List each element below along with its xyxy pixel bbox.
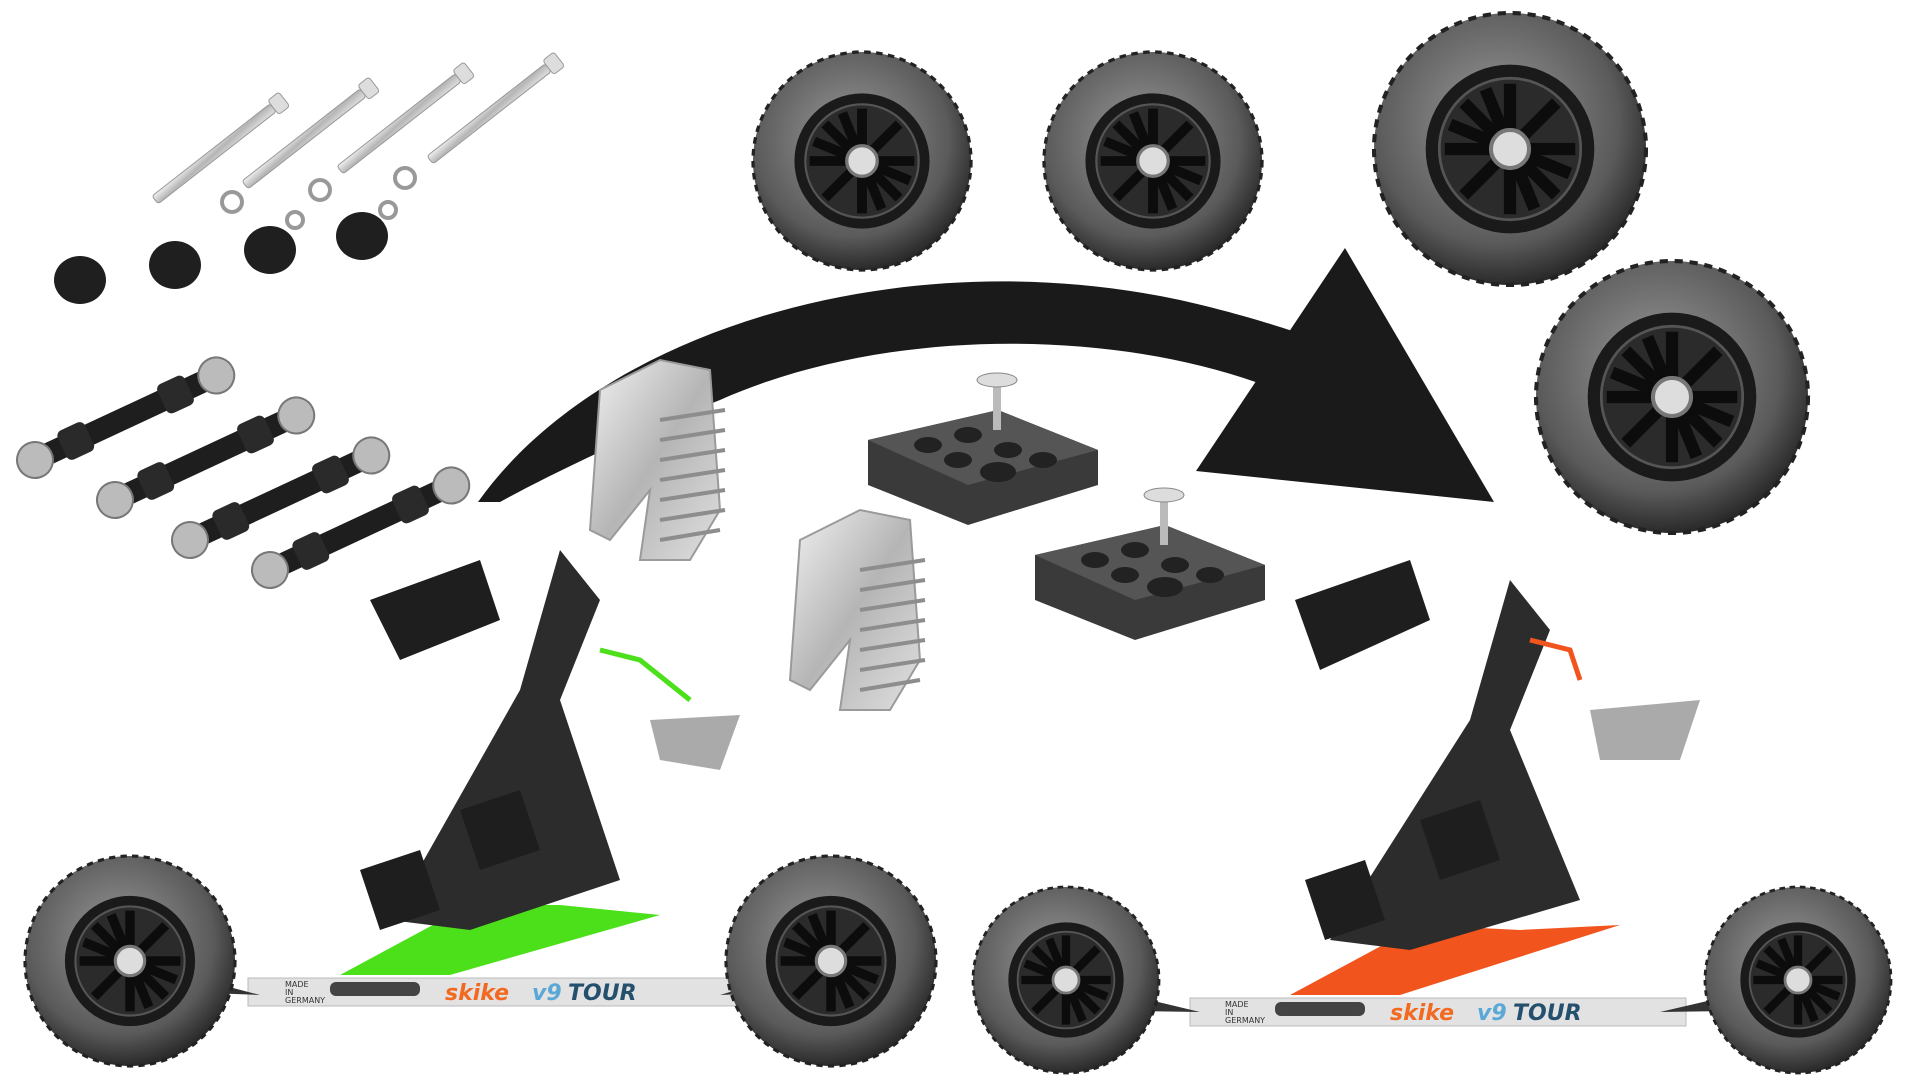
svg-text:skike: skike xyxy=(1390,1001,1454,1026)
svg-text:MADE: MADE xyxy=(1225,1000,1249,1009)
made-in-germany-label: MADE IN GERMANY xyxy=(1225,1000,1265,1025)
svg-text:v9: v9 xyxy=(1477,1001,1507,1026)
skike-logo: skike v9 TOUR xyxy=(445,981,637,1006)
skike-right: MADE IN GERMANY skike v9 TOUR xyxy=(973,560,1891,1073)
skike-logo: skike v9 TOUR xyxy=(1390,1001,1582,1026)
bolt-set xyxy=(148,51,566,230)
svg-text:IN: IN xyxy=(285,988,293,997)
tire-top-1 xyxy=(753,52,971,270)
tire-top-2 xyxy=(1044,52,1262,270)
svg-text:skike: skike xyxy=(445,981,509,1006)
svg-text:IN: IN xyxy=(1225,1008,1233,1017)
svg-text:v9: v9 xyxy=(532,981,562,1006)
tire-top-4 xyxy=(1536,261,1808,533)
rubber-caps xyxy=(54,212,388,304)
brake-bracket-2 xyxy=(788,508,927,712)
axle-rods xyxy=(10,350,477,595)
svg-text:GERMANY: GERMANY xyxy=(1225,1016,1265,1025)
svg-text:MADE: MADE xyxy=(285,980,309,989)
svg-text:TOUR: TOUR xyxy=(568,981,637,1006)
mount-plate-2 xyxy=(1034,487,1266,641)
skike-left: MADE IN GERMANY skike v9 TOUR xyxy=(25,550,936,1066)
svg-text:TOUR: TOUR xyxy=(1513,1001,1582,1026)
upgrade-arrow xyxy=(478,248,1494,502)
mount-plate-1 xyxy=(867,372,1099,526)
svg-text:GERMANY: GERMANY xyxy=(285,996,325,1005)
tire-top-3 xyxy=(1374,13,1646,285)
brake-bracket-1 xyxy=(588,358,727,562)
made-in-germany-label: MADE IN GERMANY xyxy=(285,980,325,1005)
